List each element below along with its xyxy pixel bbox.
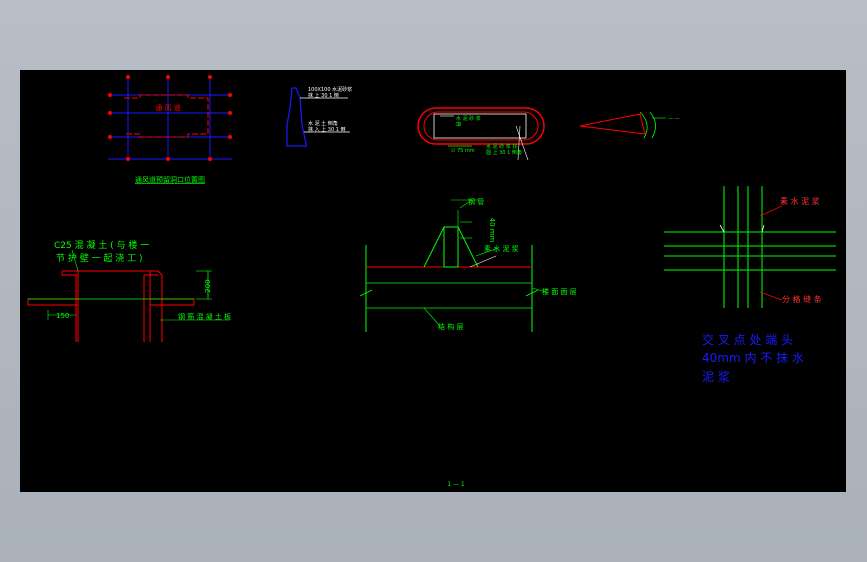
- ventilation-opening-detail: 通 风 道 通风道预留洞口位置图: [108, 75, 232, 184]
- oval-note-outer-1: 水 泥 砂 浆 找: [486, 143, 517, 150]
- wedge-angle-detail: — —: [579, 111, 680, 139]
- pipe-floor-detail: 钢 管 40 mm 素 水 泥 浆 楼 面 面 层 结 构 层: [359, 197, 577, 332]
- curb-section-detail: C25 混 凝 土 ( 与 楼 一 节 护 壁 一 起 浇 工 ) 200 15…: [27, 239, 231, 342]
- curb-dim-height: 200: [204, 279, 212, 292]
- edge-bevel-detail: 100X100 水泥砂浆 抹 上 30 1 倒 水 泥 土 倒角 抹 入 上 3…: [286, 86, 352, 147]
- finish-label: 楼 面 面 层: [542, 287, 577, 296]
- slab-label: 钢 筋 混 凝 土 板: [178, 312, 231, 321]
- oval-note-outer-2: 圆 上 30 1 倒角: [486, 149, 522, 156]
- wedge-mark: — —: [668, 116, 680, 122]
- grid-marker-dots: [108, 75, 232, 161]
- mortar-label: 素 水 泥 浆: [484, 244, 519, 253]
- joint-note-line-3: 泥 浆: [702, 369, 730, 384]
- oval-dimension: ∅ 75 mm: [451, 148, 475, 154]
- curb-note-line-1: C25 混 凝 土 ( 与 楼 一: [54, 239, 149, 251]
- oval-note-inner: 水 泥 砂 浆: [456, 115, 481, 122]
- edge-note-top-1: 100X100 水泥砂浆: [308, 86, 352, 93]
- curb-note-line-2: 节 护 壁 一 起 浇 工 ): [56, 252, 143, 264]
- edge-note-top-2: 抹 上 30 1 倒: [308, 92, 339, 99]
- cad-drawing: 通 风 道 通风道预留洞口位置图 100X100 水泥砂浆 抹 上 30 1 倒…: [27, 75, 836, 488]
- structure-label: 结 构 层: [438, 322, 463, 331]
- drawing-canvas: 通 风 道 通风道预留洞口位置图 100X100 水泥砂浆 抹 上 30 1 倒…: [20, 70, 846, 492]
- pipe-dim-label: 40 mm: [488, 218, 496, 243]
- joint-note-line-2: 40mm 内 不 抹 水: [702, 351, 804, 365]
- edge-note-bottom-1: 水 泥 土 倒角: [308, 120, 338, 127]
- joint-top-label: 素 水 泥 浆: [780, 196, 820, 206]
- oval-note-inner-2: 填: [456, 121, 461, 128]
- page-footer: 1 — 1: [447, 481, 465, 488]
- room-label: 通 风 道: [155, 103, 180, 112]
- joint-cross-detail: 素 水 泥 浆 分 格 缝 条 交 叉 点 处 端 头 40mm 内 不 抹 水…: [664, 186, 836, 384]
- joint-bottom-label: 分 格 缝 条: [782, 294, 822, 304]
- joint-note-line-1: 交 叉 点 处 端 头: [702, 332, 793, 347]
- edge-note-bottom-2: 抹 入 上 30 1 倒: [308, 126, 346, 133]
- pipe-label: 钢 管: [468, 197, 484, 206]
- oval-opening-detail: 水 泥 砂 浆 填 ∅ 75 mm 水 泥 砂 浆 找 圆 上 30 1 倒角: [417, 107, 545, 161]
- curb-dim-width: 150: [56, 312, 69, 320]
- detail-caption: 通风道预留洞口位置图: [135, 175, 205, 184]
